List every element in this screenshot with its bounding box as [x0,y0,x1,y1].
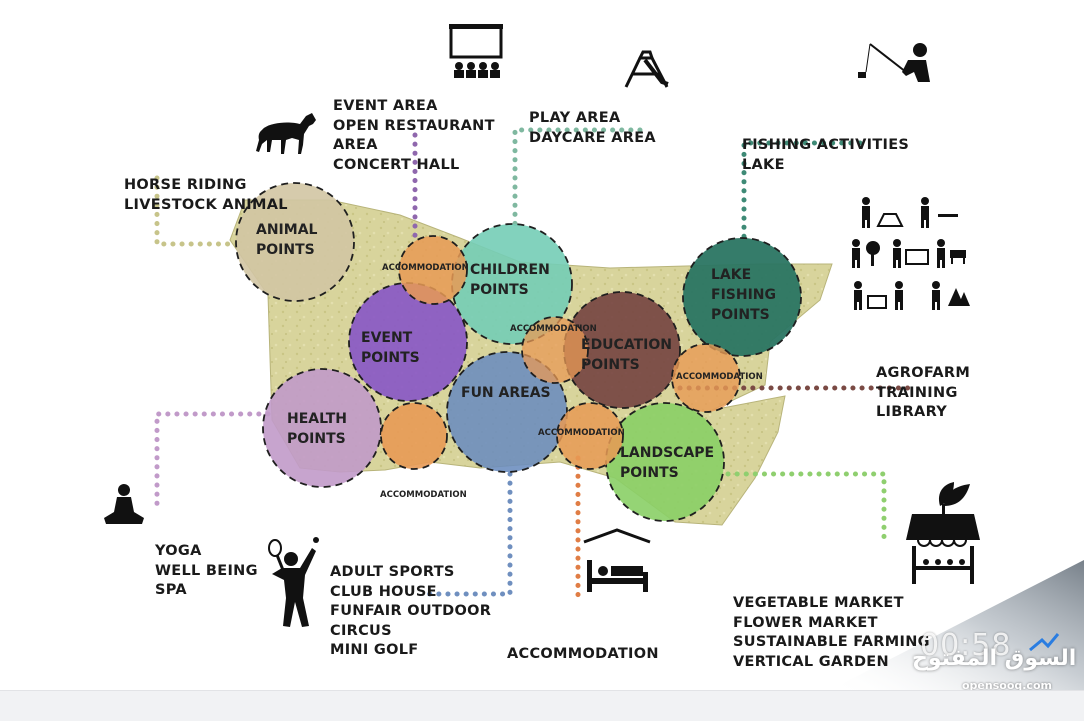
watermark-brand-arabic: السوق المفتوح [912,646,1077,671]
node-landscape-label: LANDSCAPE POINTS [620,445,719,481]
accommodation-circle [380,402,448,470]
market-stall-icon [906,482,980,584]
connector-sports [422,471,513,597]
fisherman-icon [858,43,930,82]
accommodation-circle [671,343,741,413]
node-lake-label: LAKE FISHING POINTS [711,267,781,323]
node-children-label: CHILDREN POINTS [470,262,555,298]
accommodation-label: ACCOMMODATION [676,372,763,382]
watermark-backdrop [830,560,1084,690]
connector-market [725,471,887,541]
node-event-label: EVENT POINTS [361,330,420,366]
node-education-label: EDUCATION POINTS [581,337,677,373]
node-animal-label: ANIMAL POINTS [256,222,322,258]
playground-icon [624,50,669,88]
accommodation-label: ACCOMMODATION [382,263,469,273]
tennis-player-icon [268,537,319,627]
label-accommodation: ACCOMMODATION [507,646,659,662]
connector-horse [154,175,241,247]
node-landscape [605,402,725,522]
node-fun-label: FUN AREAS [461,385,551,401]
yoga-icon [104,484,144,524]
accommodation-label: ACCOMMODATION [538,428,625,438]
horse-icon [256,113,316,154]
node-fun [446,351,568,473]
bottom-bar [0,690,1084,721]
connector-health [154,411,271,508]
watermark-time: 00:58 [920,628,1012,663]
node-lake [682,237,802,357]
accommodation-circle [556,402,624,470]
node-health-label: HEALTH POINTS [287,411,352,447]
accommodation-label: ACCOMMODATION [380,490,467,500]
accommodation-label: ACCOMMODATION [510,324,597,334]
node-children [451,223,573,345]
watermark-brand-english: opensooq.com [962,679,1052,692]
accommodation-circle [398,235,468,305]
node-health [262,368,382,488]
farmers-icon [852,197,970,310]
bed-icon [583,528,651,592]
opensooq-logo-icon [1029,633,1060,652]
node-animal [235,182,355,302]
accommodation-circle [521,316,589,384]
connector-fishing [741,140,863,245]
connector-play [512,127,643,228]
stage-icon [449,24,503,78]
